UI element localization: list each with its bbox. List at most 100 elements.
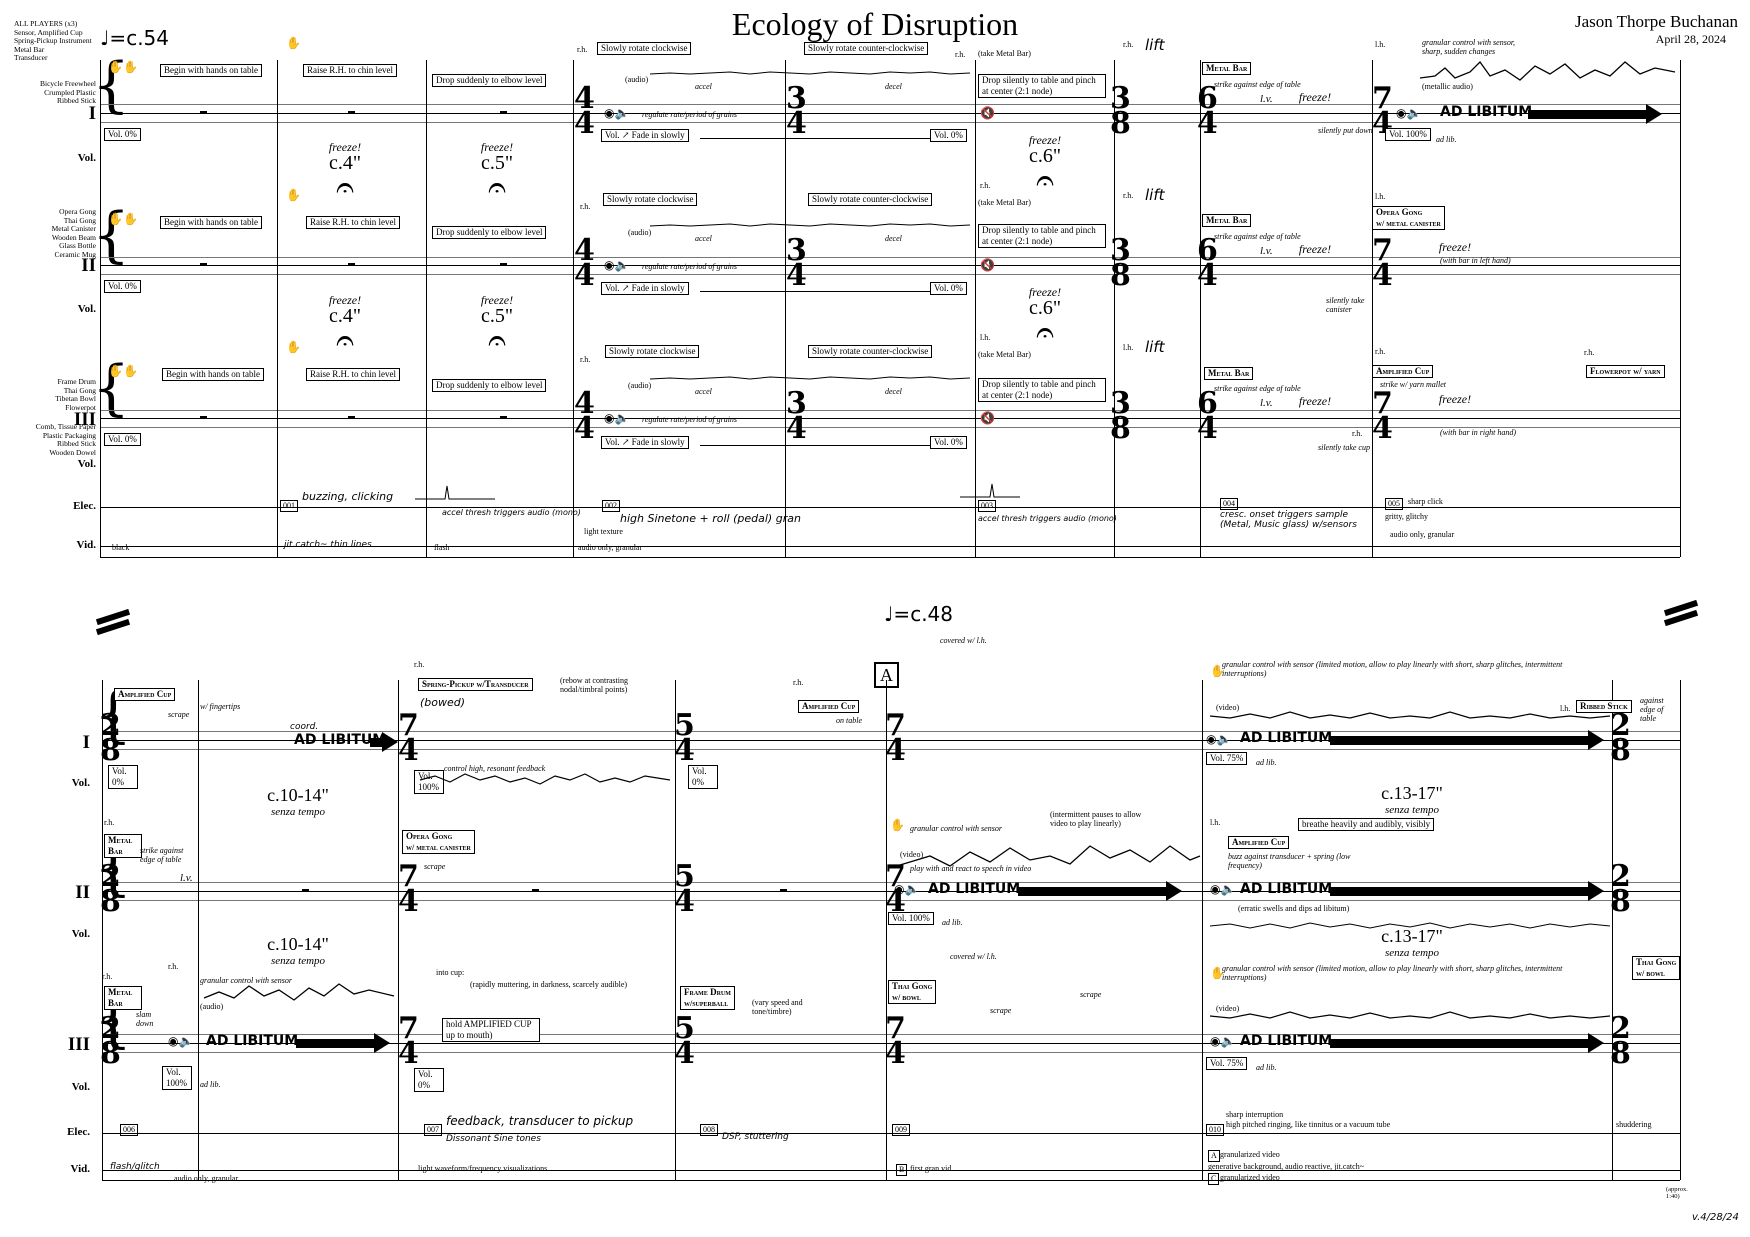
accel-text: accel (695, 82, 712, 91)
senza-text: senza tempo (270, 806, 326, 818)
video-cue-B: B (896, 1164, 908, 1176)
instrument-technique: w/ metal canister (1376, 219, 1441, 228)
freeze-text: freeze! (328, 140, 362, 154)
staff-line (100, 274, 1680, 275)
audio-waveform (649, 223, 971, 227)
vol-label: Vol. (71, 1081, 90, 1093)
cue-number: 007 (424, 1124, 442, 1136)
sensor-waveform (1419, 60, 1676, 81)
mute-icon: 🔇 (980, 258, 995, 272)
score-date: April 28, 2024 (1655, 32, 1726, 46)
senza-tempo-marking: c.10-14"senza tempo (198, 785, 398, 818)
freeze-text: freeze! (480, 293, 514, 307)
staff-line (102, 900, 1680, 901)
elec-note: sharp click (1408, 497, 1443, 506)
freeze-text: freeze! (480, 140, 514, 154)
rest (200, 111, 207, 114)
take-metal-text: (take Metal Bar) (978, 49, 1031, 58)
instrument-technique: w/superball (684, 999, 729, 1008)
technique-text: covered w/ l.h. (940, 636, 987, 645)
rest (348, 416, 355, 419)
vol-box: Vol. 100% (414, 770, 444, 794)
mute-icon: 🔇 (980, 106, 995, 120)
instrument-name: Frame Drum (57, 377, 96, 386)
barline (100, 60, 101, 557)
ad-libitum-text: AD LIBITUM (206, 1033, 299, 1049)
freeze-text: freeze! (1298, 394, 1332, 408)
sensor-ball-icon: ◉🔈 (894, 882, 920, 896)
rest (532, 889, 539, 892)
barline (426, 60, 427, 557)
action-box: Drop silently to table and pinch at cent… (978, 74, 1106, 98)
instrument-name: Opera Gong (59, 207, 96, 216)
ad-libitum-arrow (1330, 730, 1604, 750)
action-box: Drop suddenly to elbow level (432, 226, 547, 239)
technique-text: scrape (424, 862, 446, 871)
instrument-box: Metal Bar (1202, 62, 1252, 75)
brace: { (92, 50, 131, 120)
action-box: Begin with hands on table (162, 368, 264, 381)
hand-icon: ✋ (1210, 664, 1225, 678)
instrument-list-I: Bicycle Freewheel Crumpled Plastic Ribbe… (4, 79, 96, 106)
audio-label: (audio) (200, 1002, 224, 1011)
players-list: ALL PLAYERS (x3) Sensor, Amplified Cup S… (14, 19, 92, 63)
instrument-box: Frame Drum w/superball (680, 986, 735, 1010)
players-line: Metal Bar (14, 44, 45, 54)
vol-label: Vol. (77, 152, 96, 164)
instrument-name: Frame Drum (684, 987, 731, 997)
instrument-name: Thai Gong (892, 981, 933, 991)
decel-text: decel (885, 234, 902, 243)
instrument-name: Wooden Beam (51, 232, 96, 242)
instrument-box: Spring-Pickup w/Transducer (418, 678, 533, 691)
lv-text: l.v. (180, 872, 193, 884)
instrument-name: Thai Gong (63, 385, 96, 395)
hand-indicator: r.h. (980, 181, 991, 190)
instrument-name: Wooden Dowel (49, 447, 96, 457)
player-label-II: II (75, 882, 90, 903)
technique-text: strike against edge of table (1214, 384, 1301, 393)
instrument-name: Ribbed Stick (57, 439, 96, 448)
player-label-I: I (88, 103, 96, 124)
rest (302, 889, 309, 892)
ad-libitum-arrow (1018, 881, 1182, 901)
vid-note: light texture (584, 527, 623, 536)
fade-line (700, 291, 930, 292)
technique-text: strike against edge of table (1214, 80, 1301, 89)
vol-fade-box: Vol. ↗ Fade in slowly (601, 129, 689, 142)
ad-libitum-arrow (1528, 104, 1662, 124)
elec-note: gritty, glitchy (1385, 512, 1429, 521)
technique-text: (vary speed and tone/timbre) (752, 998, 803, 1016)
fermata-icon: 𝄐 (488, 322, 506, 358)
vid-note: light waveform/frequency visualizations (418, 1164, 548, 1173)
staff-line (102, 1034, 1680, 1035)
instrument-box: Metal Bar (1204, 367, 1254, 380)
hand-indicator: r.h. (577, 45, 588, 54)
duration-text: c.13-17" (1381, 926, 1443, 946)
vol-box: Vol. 75% (1206, 752, 1248, 765)
barline (1612, 680, 1613, 1180)
fade-text: Fade in slowly (631, 283, 685, 293)
ad-lib-text: ad lib. (1256, 1063, 1277, 1072)
vid-note: audio only, granular (1390, 530, 1455, 539)
duration-text: c.5" (480, 305, 514, 327)
sensor-ball-icon: ◉🔈 (604, 411, 630, 425)
duration-text: c.13-17" (1381, 783, 1443, 803)
instrument-box: Amplified Cup (1228, 836, 1290, 849)
regulate-text: regulate rate/period of grains (642, 262, 738, 271)
senza-text: senza tempo (1384, 804, 1440, 816)
hand-indicator: r.h. (414, 660, 425, 669)
video-cue-A: A (1208, 1150, 1220, 1162)
technique-text: into cup: (436, 968, 465, 977)
video-cue-C: C (1208, 1173, 1220, 1185)
elec-note: high pitched ringing, like tinnitus or a… (1226, 1120, 1391, 1129)
audio-label: (audio) (625, 75, 649, 84)
action-box: Begin with hands on table (160, 216, 262, 229)
senza-text: senza tempo (1384, 947, 1440, 959)
